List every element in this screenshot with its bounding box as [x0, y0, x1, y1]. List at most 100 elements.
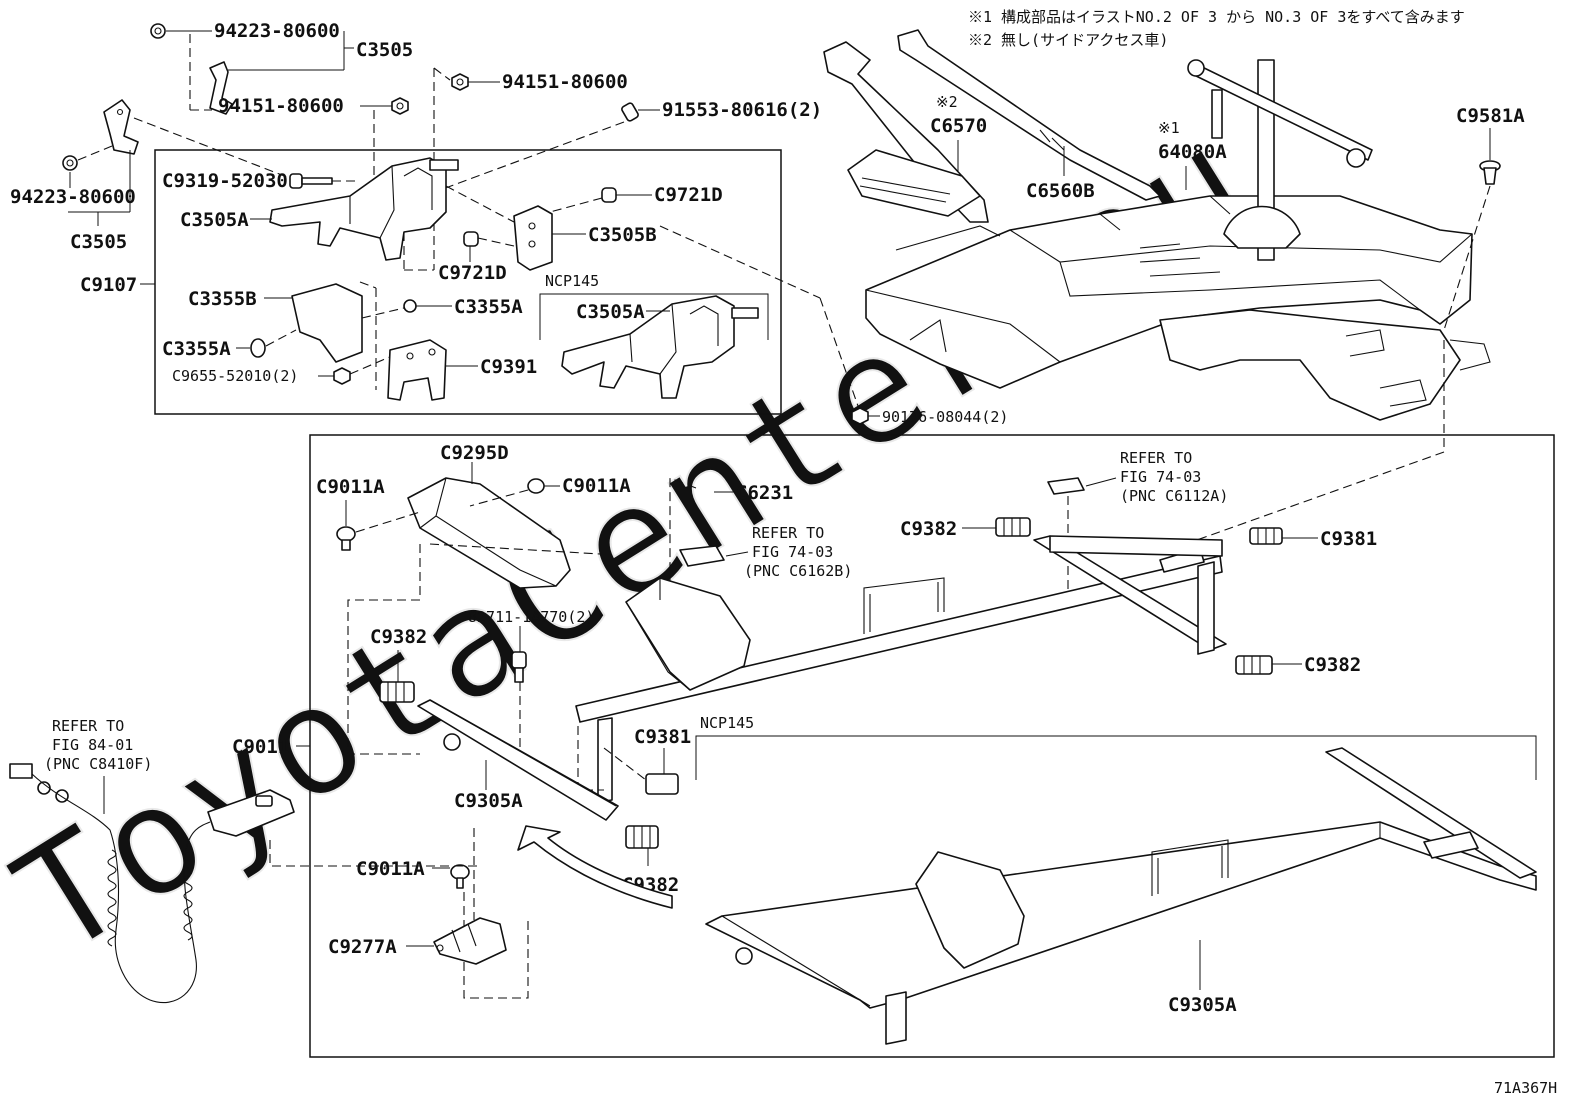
label-c9295d[interactable]: C9295D: [440, 442, 509, 464]
rail-c9305a-ncp145[interactable]: [705, 821, 1537, 1009]
label-94223-left[interactable]: 94223-80600: [10, 186, 136, 208]
label-ncp145-top: NCP145: [545, 272, 599, 290]
nut-c9721d-a[interactable]: [601, 187, 617, 203]
bracket-c3505a-ncp145[interactable]: [561, 295, 735, 399]
screw-c3355a-b[interactable]: [250, 338, 266, 358]
label-c9721d-b[interactable]: C9721D: [438, 262, 507, 284]
bolt-91553[interactable]: [621, 102, 639, 122]
screw-c9011a-a[interactable]: [336, 526, 356, 551]
clip-c9581a[interactable]: [1479, 160, 1501, 185]
label-c9107[interactable]: C9107: [80, 274, 137, 296]
label-plate-c6162b: [679, 545, 725, 567]
rail-c9305a-left[interactable]: [417, 699, 619, 821]
label-c3505a[interactable]: C3505A: [180, 209, 249, 231]
label-c9277a[interactable]: C9277A: [328, 936, 397, 958]
label-90176[interactable]: 90176-08044(2): [882, 408, 1008, 426]
label-c3355a-b[interactable]: C3355A: [162, 338, 231, 360]
label-c9382-c[interactable]: C9382: [370, 626, 427, 648]
c9011-contents: C9295D C9011A C9011A C6231 REFER TO FIG …: [316, 442, 1537, 1045]
screw-c9011a-b[interactable]: [527, 478, 545, 494]
bolt-94223-left[interactable]: [62, 155, 78, 171]
rod-c6560b[interactable]: [897, 29, 1161, 201]
bracket-c9277a[interactable]: [433, 917, 507, 965]
note-2: ※2 無し(サイドアクセス車): [968, 31, 1168, 49]
connector: [9, 763, 33, 779]
remote-switch-cable: REFER TO FIG 84-01 (PNC C8410F): [9, 717, 480, 1004]
label-c9305a-a[interactable]: C9305A: [454, 790, 523, 812]
label-c9581a[interactable]: C9581A: [1456, 105, 1525, 127]
refer-c6112a-1: REFER TO: [1120, 449, 1192, 467]
cap-c9381-b[interactable]: [645, 773, 679, 795]
cap-c9381-a[interactable]: [1249, 527, 1283, 545]
label-82711[interactable]: 82711-1A770(2): [468, 608, 594, 626]
plate-c3355b[interactable]: [291, 283, 363, 363]
label-c3505a-ncp145[interactable]: C3505A: [576, 301, 645, 323]
cap-c9382-c[interactable]: [379, 681, 415, 703]
nut-c9721d-b[interactable]: [463, 231, 479, 247]
label-c3355b[interactable]: C3355B: [188, 288, 257, 310]
label-91553[interactable]: 91553-80616(2): [662, 99, 822, 121]
label-94151-b[interactable]: 94151-80600: [218, 95, 344, 117]
label-c6231[interactable]: C6231: [736, 482, 793, 504]
bracket-c3505-upper[interactable]: [209, 61, 233, 115]
nut-94151-a[interactable]: [451, 73, 469, 91]
cap-c9382-d[interactable]: [625, 825, 659, 849]
screw-82711[interactable]: [511, 651, 527, 683]
label-c9011a-c[interactable]: C9011A: [356, 858, 425, 880]
screw-c3355a-a[interactable]: [403, 299, 417, 313]
bracket-c9391[interactable]: [387, 339, 447, 401]
bracket-group-c3505: 94223-80600 C3505 94151-80600 94151-8060…: [10, 20, 822, 270]
label-94151-a[interactable]: 94151-80600: [502, 71, 628, 93]
label-mark2: ※2: [936, 93, 958, 111]
pad-c6570[interactable]: [847, 149, 981, 217]
label-c9011a-b[interactable]: C9011A: [562, 475, 631, 497]
label-c6570[interactable]: C6570: [930, 115, 987, 137]
refer-c6112a-2: FIG 74-03: [1120, 468, 1201, 486]
label-c9381-a[interactable]: C9381: [1320, 528, 1377, 550]
cover-c9295d[interactable]: [407, 477, 571, 589]
bracket-c3505b[interactable]: [513, 205, 553, 271]
label-c6560b[interactable]: C6560B: [1026, 180, 1095, 202]
box-c9107: [154, 149, 782, 415]
label-c9011a-a[interactable]: C9011A: [316, 476, 385, 498]
note-1: ※1 構成部品はイラストNO.2 OF 3 から NO.3 OF 3をすべて含み…: [968, 8, 1465, 26]
label-plate-c6112a: [1047, 477, 1085, 495]
cap-c9382-a[interactable]: [995, 517, 1031, 537]
bracket-c3505a[interactable]: [269, 157, 447, 261]
notes: ※1 構成部品はイラストNO.2 OF 3 から NO.3 OF 3をすべて含み…: [968, 8, 1465, 49]
refer-c6112a-3[interactable]: (PNC C6112A): [1120, 487, 1228, 505]
label-c3505-left[interactable]: C3505: [70, 231, 127, 253]
c9107-contents: C9319-52030 C3505A C9721D C3505B C9721D: [162, 157, 821, 401]
label-c9381-b[interactable]: C9381: [634, 726, 691, 748]
label-c3355a-a[interactable]: C3355A: [454, 296, 523, 318]
label-c9011[interactable]: C9011: [232, 736, 289, 758]
seat-base-assembly: ※2 C6570 C6560B ※1 64080A C9581A: [819, 29, 1525, 547]
bolt-c9319[interactable]: [289, 173, 333, 189]
refer-c6162b-2: FIG 74-03: [752, 543, 833, 561]
label-c9382-b[interactable]: C9382: [1304, 654, 1361, 676]
screw-c9011a-c[interactable]: [450, 864, 470, 889]
label-c9382-a[interactable]: C9382: [900, 518, 957, 540]
label-c3505b[interactable]: C3505B: [588, 224, 657, 246]
install-arrow: [517, 825, 673, 909]
bolt-94223-top[interactable]: [150, 23, 166, 39]
label-c9319[interactable]: C9319-52030: [162, 170, 288, 192]
bolt-c9655[interactable]: [333, 367, 351, 385]
label-c9655[interactable]: C9655-52010(2): [172, 367, 298, 385]
label-c9391[interactable]: C9391: [480, 356, 537, 378]
refer-c6162b-3[interactable]: (PNC C6162B): [744, 562, 852, 580]
nut-94151-b[interactable]: [391, 97, 409, 115]
label-c9305a-b[interactable]: C9305A: [1168, 994, 1237, 1016]
refer-c8410f-1: REFER TO: [52, 717, 124, 735]
label-94223-top[interactable]: 94223-80600: [214, 20, 340, 42]
nut-90176[interactable]: [851, 407, 869, 425]
refer-c8410f-3[interactable]: (PNC C8410F): [44, 755, 152, 773]
label-c9721d-a[interactable]: C9721D: [654, 184, 723, 206]
label-64080a[interactable]: 64080A: [1158, 141, 1227, 163]
cap-c9382-b[interactable]: [1235, 655, 1273, 675]
rail-frame-upper: [575, 555, 1223, 723]
label-ncp145-bottom: NCP145: [700, 714, 754, 732]
label-c3505-top[interactable]: C3505: [356, 39, 413, 61]
bracket-c3505-left[interactable]: [103, 99, 139, 155]
